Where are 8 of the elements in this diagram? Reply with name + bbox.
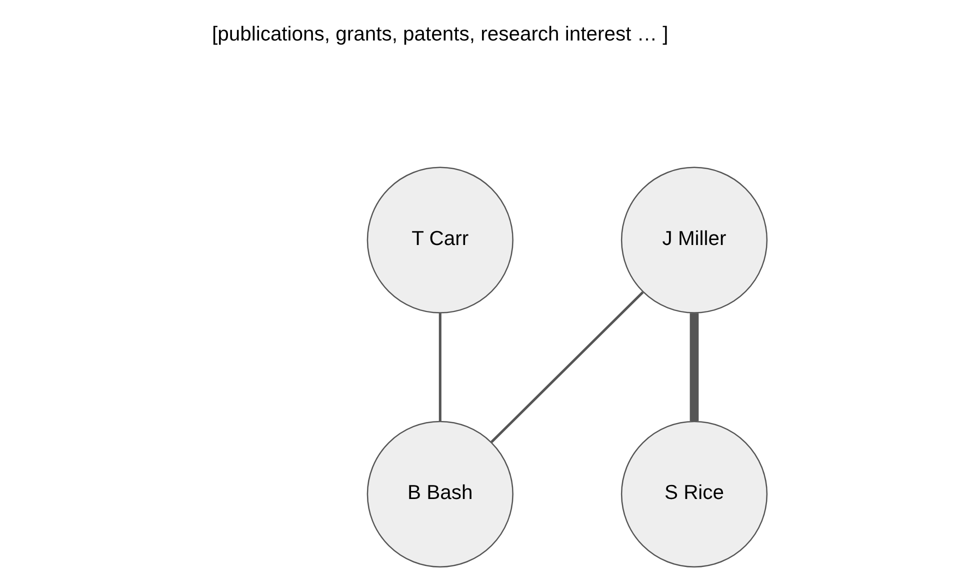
label: [publications, grants, patents, research interest … ] [212, 24, 668, 46]
node-circle: J Miller [620, 166, 768, 314]
connector [690, 313, 699, 422]
node-circle: B Bash [366, 420, 514, 568]
node-circle: T Carr [366, 166, 514, 314]
connector [438, 313, 442, 422]
node-circle: S Rice [620, 420, 768, 568]
connector [490, 291, 644, 443]
